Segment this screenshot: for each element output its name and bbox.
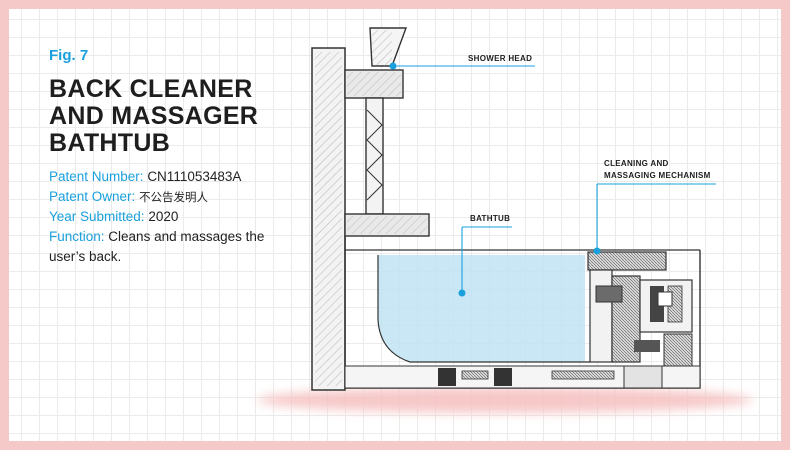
callout-shower-head: SHOWER HEAD [389,54,535,70]
fact-key: Year Submitted: [49,209,145,224]
callout-mechanism-label-line2: MASSAGING MECHANISM [604,171,711,180]
callout-mechanism-label-line1: CLEANING AND [604,159,669,168]
callout-bathtub: BATHTUB [458,214,512,297]
fact-value: 2020 [148,209,179,224]
fact-patent-number: Patent Number: CN111053483A [49,167,279,187]
callout-shower-head-label: SHOWER HEAD [468,54,532,63]
fact-value: CN111053483A [147,169,242,184]
fact-year-submitted: Year Submitted: 2020 [49,207,279,227]
massage-mechanism [587,251,693,367]
fact-value: Cleans and massages the user’s back. [49,229,265,264]
figure-title: BACK CLEANER AND MASSAGER BATHTUB [49,75,259,157]
fact-key: Patent Owner: [49,189,136,204]
fact-patent-owner: Patent Owner: 不公告发明人 [49,187,279,207]
fact-key: Patent Number: [49,169,144,184]
tub-ledge [344,213,430,237]
text-panel: Fig. 7 BACK CLEANER AND MASSAGER BATHTUB… [49,47,279,267]
shower-pipe [365,97,384,215]
fact-value: 不公告发明人 [139,190,209,204]
bathtub-body [344,236,701,389]
callout-mechanism: CLEANING AND MASSAGING MECHANISM [593,159,716,255]
floor-shadow [257,387,753,413]
fact-key: Function: [49,229,105,244]
back-wall [311,47,346,391]
figure-label: Fig. 7 [49,47,89,64]
fact-list: Patent Number: CN111053483A Patent Owner… [49,167,279,267]
fact-function: Function: Cleans and massages the user’s… [49,227,279,267]
callout-bathtub-label: BATHTUB [470,214,510,223]
shower-head [344,27,408,99]
